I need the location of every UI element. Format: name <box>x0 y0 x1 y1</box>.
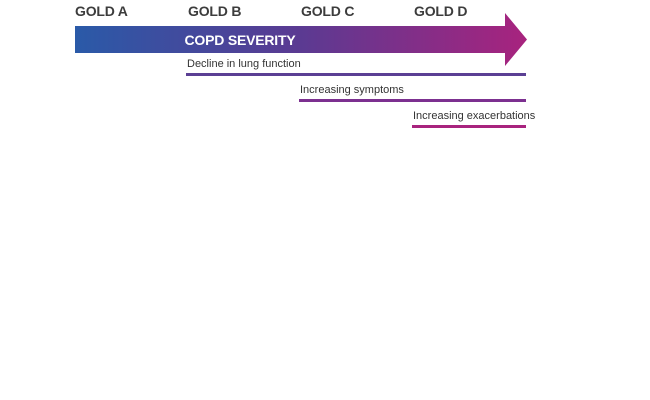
stage-label-gold-a: GOLD A <box>75 3 128 19</box>
factor-bar-exacerbations <box>412 125 526 128</box>
stage-label-gold-c: GOLD C <box>301 3 355 19</box>
arrow-title: COPD SEVERITY <box>184 32 296 48</box>
factor-label-lung-function: Decline in lung function <box>187 58 301 70</box>
stage-label-gold-b: GOLD B <box>188 3 242 19</box>
severity-arrow-shape <box>75 13 527 66</box>
factor-label-exacerbations: Increasing exacerbations <box>413 110 536 122</box>
factor-bar-symptoms <box>299 99 526 102</box>
stage-label-gold-d: GOLD D <box>414 3 468 19</box>
factor-bar-lung-function <box>186 73 526 76</box>
factor-label-symptoms: Increasing symptoms <box>300 84 404 96</box>
